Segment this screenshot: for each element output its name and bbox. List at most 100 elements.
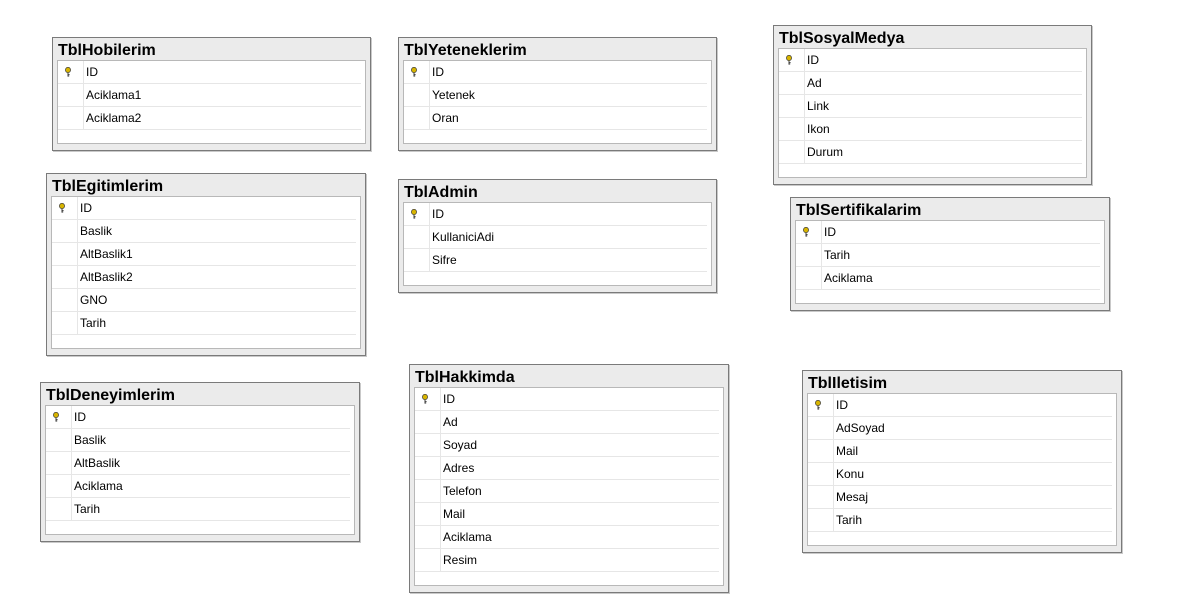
row-selector[interactable] [46, 498, 72, 520]
row-selector[interactable] [796, 244, 822, 266]
column-row[interactable]: Aciklama [796, 267, 1100, 290]
column-row[interactable]: KullaniciAdi [404, 226, 707, 249]
row-selector[interactable] [808, 509, 834, 531]
column-row[interactable]: Telefon [415, 480, 719, 503]
row-selector[interactable] [404, 203, 430, 225]
column-row[interactable]: Sifre [404, 249, 707, 272]
column-row[interactable]: Baslik [46, 429, 350, 452]
column-row[interactable]: ID [796, 221, 1100, 244]
column-name: Adres [443, 461, 475, 475]
row-selector[interactable] [52, 266, 78, 288]
row-selector[interactable] [415, 434, 441, 456]
row-selector[interactable] [46, 475, 72, 497]
column-row[interactable]: ID [779, 49, 1082, 72]
row-selector[interactable] [415, 480, 441, 502]
row-selector[interactable] [58, 84, 84, 106]
column-row[interactable]: Ad [779, 72, 1082, 95]
row-selector[interactable] [796, 267, 822, 289]
row-selector[interactable] [779, 141, 805, 163]
row-selector[interactable] [415, 388, 441, 410]
column-row[interactable]: ID [415, 388, 719, 411]
row-selector[interactable] [52, 243, 78, 265]
column-name: Konu [836, 467, 865, 481]
row-selector[interactable] [52, 312, 78, 334]
row-selector[interactable] [415, 526, 441, 548]
column-row[interactable]: Tarih [808, 509, 1112, 532]
column-row[interactable]: Baslik [52, 220, 356, 243]
column-row[interactable]: Durum [779, 141, 1082, 164]
row-selector[interactable] [808, 394, 834, 416]
row-selector[interactable] [58, 107, 84, 129]
column-row[interactable]: Yetenek [404, 84, 707, 107]
column-row[interactable]: Tarih [52, 312, 356, 335]
column-row[interactable]: Aciklama [415, 526, 719, 549]
row-selector[interactable] [808, 440, 834, 462]
column-row[interactable]: Mesaj [808, 486, 1112, 509]
row-selector[interactable] [415, 503, 441, 525]
column-name: Sifre [432, 253, 457, 267]
row-selector[interactable] [46, 429, 72, 451]
row-selector[interactable] [58, 61, 84, 83]
column-row[interactable]: Konu [808, 463, 1112, 486]
row-selector[interactable] [52, 220, 78, 242]
row-selector[interactable] [52, 197, 78, 219]
column-row[interactable]: AdSoyad [808, 417, 1112, 440]
column-row[interactable]: AltBaslik1 [52, 243, 356, 266]
column-row[interactable]: Aciklama2 [58, 107, 361, 130]
row-selector[interactable] [404, 226, 430, 248]
column-row[interactable]: ID [58, 61, 361, 84]
column-row[interactable]: Ad [415, 411, 719, 434]
column-row[interactable]: Tarih [796, 244, 1100, 267]
row-selector[interactable] [415, 457, 441, 479]
row-selector[interactable] [796, 221, 822, 243]
row-selector[interactable] [779, 118, 805, 140]
column-name: Link [807, 99, 830, 113]
column-row[interactable]: Resim [415, 549, 719, 572]
row-selector[interactable] [404, 249, 430, 271]
row-selector[interactable] [52, 289, 78, 311]
row-selector[interactable] [404, 107, 430, 129]
column-row[interactable]: AltBaslik [46, 452, 350, 475]
row-selector[interactable] [808, 417, 834, 439]
row-selector[interactable] [415, 411, 441, 433]
row-selector[interactable] [415, 549, 441, 571]
column-row[interactable]: Ikon [779, 118, 1082, 141]
row-selector[interactable] [404, 61, 430, 83]
column-row[interactable]: AltBaslik2 [52, 266, 356, 289]
column-name: Aciklama [824, 271, 873, 285]
column-row[interactable]: Aciklama [46, 475, 350, 498]
column-row[interactable]: ID [404, 203, 707, 226]
column-row[interactable]: Oran [404, 107, 707, 130]
row-selector[interactable] [779, 95, 805, 117]
column-row[interactable]: Soyad [415, 434, 719, 457]
row-selector[interactable] [808, 486, 834, 508]
column-row[interactable]: Adres [415, 457, 719, 480]
column-row[interactable]: GNO [52, 289, 356, 312]
column-row[interactable]: ID [52, 197, 356, 220]
column-row[interactable]: Link [779, 95, 1082, 118]
column-row[interactable]: ID [808, 394, 1112, 417]
row-selector[interactable] [46, 452, 72, 474]
row-selector[interactable] [46, 406, 72, 428]
column-name: AltBaslik1 [80, 247, 133, 261]
column-row[interactable]: Mail [415, 503, 719, 526]
column-row[interactable]: Mail [808, 440, 1112, 463]
column-row[interactable]: ID [404, 61, 707, 84]
column-row[interactable]: ID [46, 406, 350, 429]
row-selector[interactable] [404, 84, 430, 106]
column-row[interactable]: Tarih [46, 498, 350, 521]
row-selector[interactable] [779, 49, 805, 71]
column-row[interactable]: Aciklama1 [58, 84, 361, 107]
row-selector[interactable] [808, 463, 834, 485]
row-selector[interactable] [779, 72, 805, 94]
